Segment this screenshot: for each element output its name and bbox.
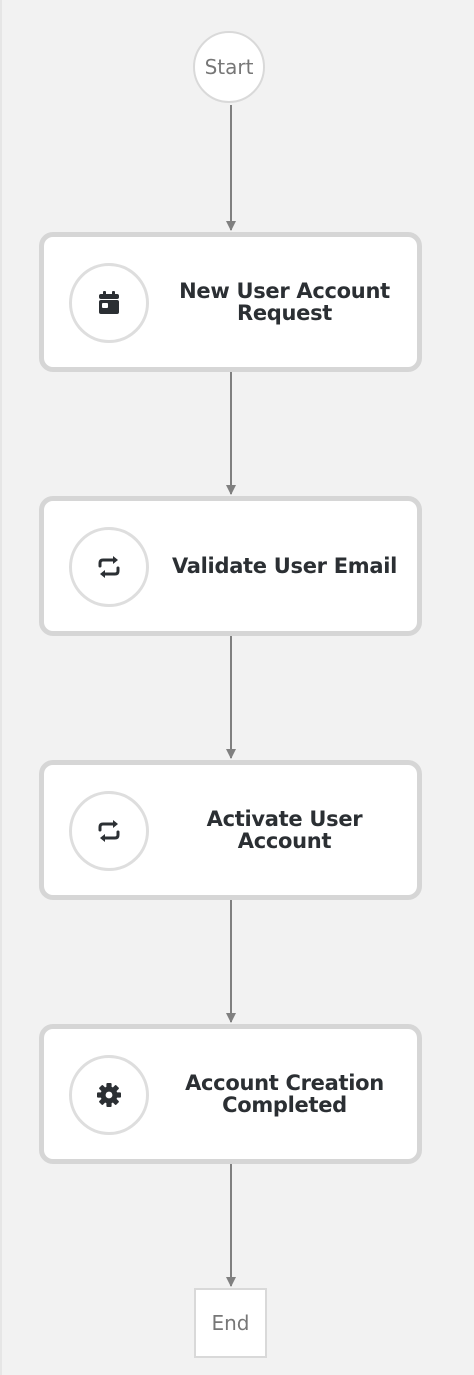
start-node[interactable]: Start bbox=[193, 31, 265, 103]
canvas-edge bbox=[0, 0, 2, 1375]
step-icon-ring bbox=[69, 791, 149, 871]
step-label: New User Account Request bbox=[179, 279, 390, 325]
step-card-activate-user-account[interactable]: Activate User Account bbox=[39, 760, 422, 900]
step-card-new-user-account-request[interactable]: New User Account Request bbox=[39, 232, 422, 372]
calendar-icon bbox=[99, 291, 119, 314]
step-icon-ring bbox=[69, 263, 149, 343]
gear-icon bbox=[97, 1083, 121, 1107]
step-icon-ring bbox=[69, 527, 149, 607]
step-label: Activate User Account bbox=[206, 807, 363, 853]
repeat-icon bbox=[98, 820, 120, 842]
start-label: Start bbox=[204, 55, 254, 79]
step-label: Account Creation Completed bbox=[185, 1071, 384, 1117]
end-label: End bbox=[211, 1311, 250, 1335]
step-card-account-creation-completed[interactable]: Account Creation Completed bbox=[39, 1024, 422, 1164]
step-icon-ring bbox=[69, 1055, 149, 1135]
step-label: Validate User Email bbox=[171, 554, 398, 578]
step-card-validate-user-email[interactable]: Validate User Email bbox=[39, 496, 422, 636]
end-node[interactable]: End bbox=[194, 1288, 267, 1358]
repeat-icon bbox=[98, 556, 120, 578]
